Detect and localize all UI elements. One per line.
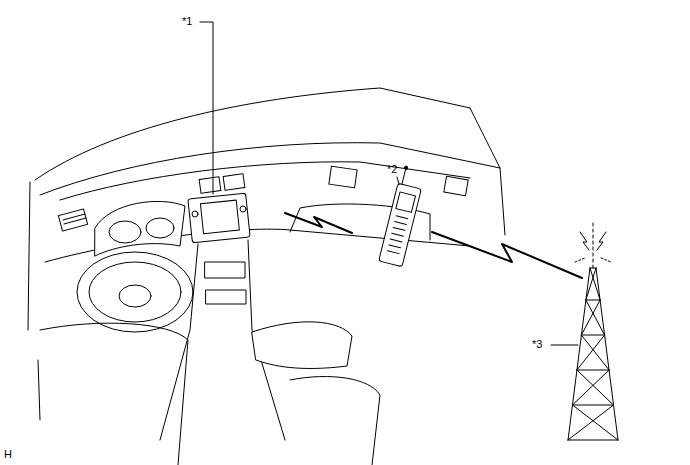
armrest	[252, 322, 352, 369]
radio-signal	[432, 232, 582, 278]
leader-line	[397, 177, 399, 184]
cluster-hood	[95, 201, 185, 256]
knob	[240, 206, 246, 212]
vent	[444, 176, 468, 196]
vent	[223, 174, 245, 191]
vent-slats	[63, 214, 86, 224]
display-screen	[200, 200, 239, 234]
navigation-receiver	[188, 193, 250, 243]
vent	[329, 166, 357, 187]
door-left	[28, 182, 30, 330]
seat-right	[290, 376, 380, 465]
console-left	[160, 244, 198, 440]
knob	[192, 211, 198, 217]
steering-wheel-inner	[89, 262, 181, 322]
gauge	[109, 221, 141, 243]
figure-id: H	[4, 448, 12, 461]
seat-edge	[38, 360, 40, 420]
callout-number: *2	[387, 163, 397, 176]
steering-wheel	[77, 252, 193, 332]
cell-tower	[568, 222, 618, 440]
leader-line	[200, 22, 213, 194]
callout-number: *1	[182, 15, 192, 28]
console-panel	[206, 290, 246, 304]
vent	[199, 177, 221, 194]
callout-number: *3	[532, 338, 542, 351]
seat-left	[40, 323, 188, 465]
cellular-phone	[379, 165, 426, 266]
steering-hub	[119, 285, 151, 307]
door-pillar	[470, 108, 505, 235]
leader-line	[551, 345, 578, 346]
windshield-edge	[35, 88, 470, 180]
console-panel	[205, 262, 245, 278]
vent	[58, 209, 87, 231]
radio-signal	[285, 213, 352, 233]
gauge	[146, 218, 174, 238]
